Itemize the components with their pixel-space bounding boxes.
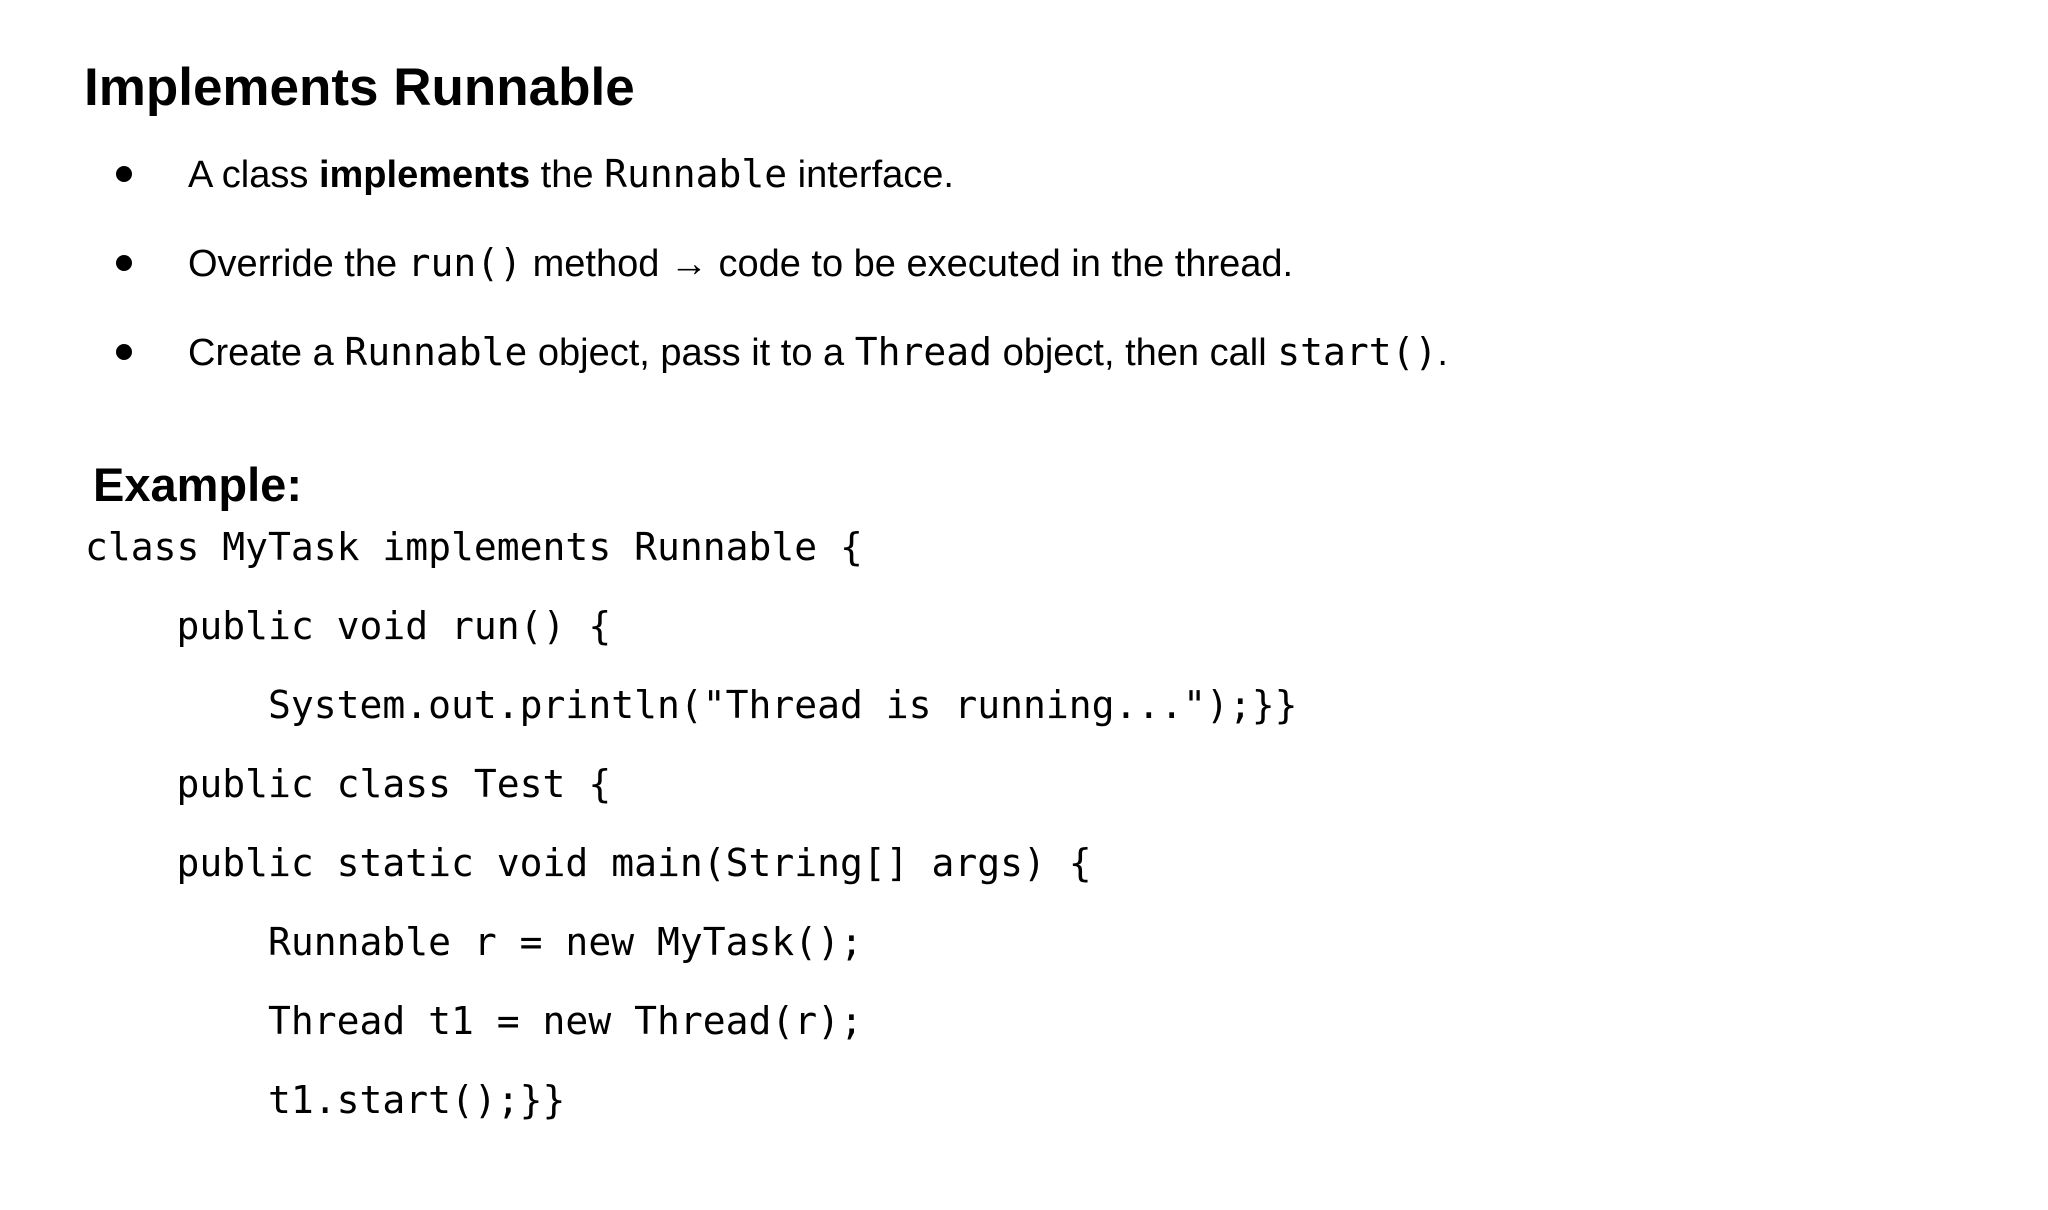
bullet-segment: method → code to be executed in the thre… bbox=[522, 243, 1294, 285]
bullet-item-create-runnable: Create a Runnable object, pass it to a T… bbox=[0, 330, 2048, 375]
code-line: System.out.println("Thread is running...… bbox=[85, 683, 1298, 727]
code-line: public class Test { bbox=[85, 762, 612, 806]
bullet-item-override-run: Override the run() method → code to be e… bbox=[0, 241, 2048, 286]
code-line: class MyTask implements Runnable { bbox=[85, 525, 863, 569]
bullet-dot-icon bbox=[116, 255, 132, 271]
code-line: public void run() { bbox=[85, 604, 612, 648]
bullet-item-implements-interface: A class implements the Runnable interfac… bbox=[0, 152, 2048, 197]
bullet-text: Create a Runnable object, pass it to a T… bbox=[188, 330, 1448, 375]
bullet-segment-code: start() bbox=[1277, 330, 1438, 374]
code-line: t1.start();}} bbox=[85, 1078, 566, 1122]
bullet-segment-code: Runnable bbox=[604, 152, 788, 196]
bullet-segment: interface. bbox=[787, 154, 954, 196]
bullet-text: Override the run() method → code to be e… bbox=[188, 241, 1293, 286]
bullet-segment-bold: implements bbox=[318, 154, 531, 196]
bullet-segment: . bbox=[1437, 332, 1448, 374]
bullet-segment: object, then call bbox=[992, 332, 1278, 374]
bullet-dot-icon bbox=[116, 166, 132, 182]
bullet-segment: A class bbox=[188, 154, 319, 196]
bullet-segment: Create a bbox=[188, 332, 345, 374]
code-line: public static void main(String[] args) { bbox=[85, 841, 1092, 885]
bullet-segment-code: run() bbox=[407, 241, 523, 285]
bullet-segment: Override the bbox=[188, 243, 408, 285]
code-line: Runnable r = new MyTask(); bbox=[85, 920, 863, 964]
bullet-segment-code: Runnable bbox=[344, 330, 528, 374]
code-block: class MyTask implements Runnable { publi… bbox=[85, 508, 2048, 1140]
bullet-list: A class implements the Runnable interfac… bbox=[0, 152, 2048, 375]
code-line: Thread t1 = new Thread(r); bbox=[85, 999, 863, 1043]
bullet-dot-icon bbox=[116, 344, 132, 360]
bullet-segment: object, pass it to a bbox=[527, 332, 855, 374]
page-title: Implements Runnable bbox=[84, 58, 635, 117]
example-label: Example: bbox=[93, 458, 302, 511]
bullet-text: A class implements the Runnable interfac… bbox=[188, 152, 954, 197]
bullet-segment-code: Thread bbox=[854, 330, 993, 374]
bullet-segment: the bbox=[530, 154, 605, 196]
